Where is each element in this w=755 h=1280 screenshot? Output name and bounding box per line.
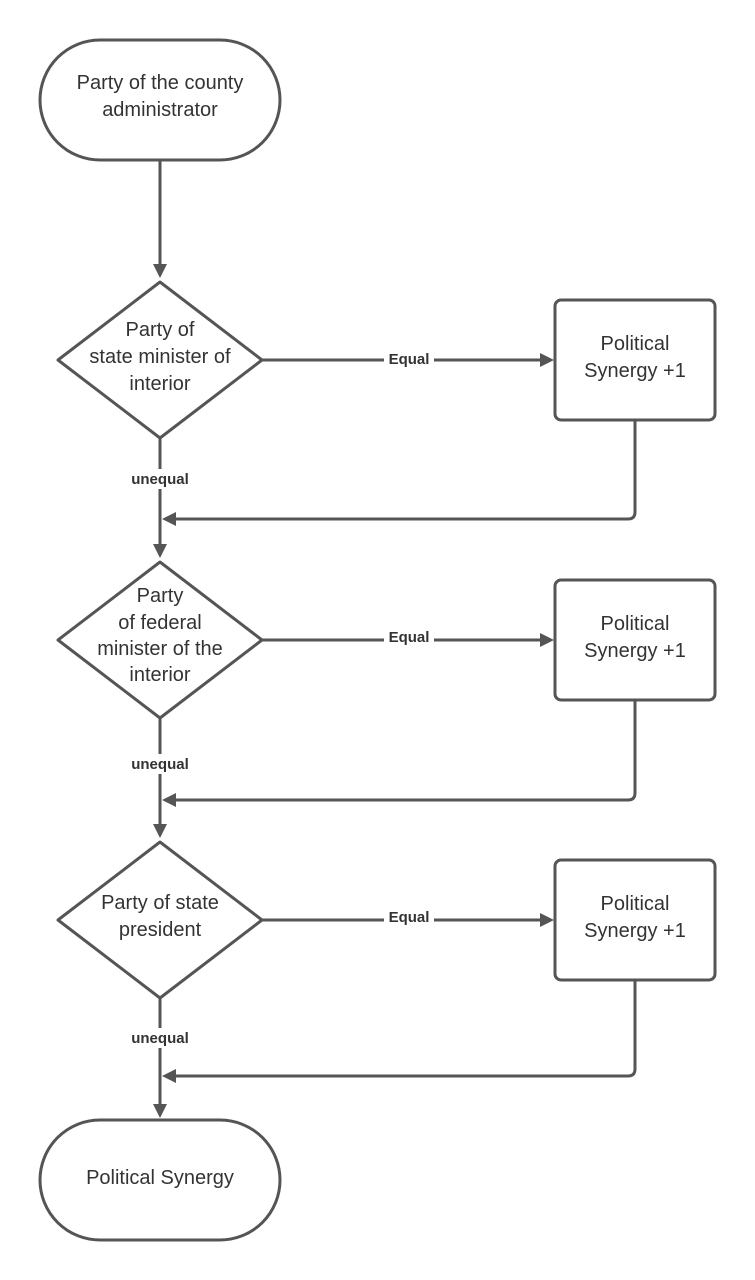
edge-equal-3: Equal — [262, 908, 554, 927]
arrowhead-icon — [153, 1104, 167, 1118]
decision-2-line-1: Party — [137, 585, 184, 607]
decision-federal-minister-interior: Party of federal minister of the interio… — [56, 560, 264, 720]
start-terminal-line-1: Party of the county — [77, 72, 244, 94]
edge-equal-1: Equal — [262, 350, 554, 368]
result-political-synergy-plus-1-c: Political Synergy +1 — [553, 858, 717, 982]
return-connector-2 — [162, 700, 637, 807]
edge-label-equal-1: Equal — [389, 351, 430, 368]
edge-unequal-3: unequal — [124, 998, 196, 1118]
decision-2-line-4: interior — [129, 664, 190, 686]
edge-label-equal-2: Equal — [389, 629, 430, 646]
decision-1-line-3: interior — [129, 373, 190, 395]
arrowhead-icon — [153, 264, 167, 278]
result-3-line-2: Synergy +1 — [584, 920, 686, 942]
return-connector-1 — [162, 420, 637, 526]
decision-3-line-1: Party of state — [101, 892, 219, 914]
result-political-synergy-plus-1-a: Political Synergy +1 — [553, 298, 717, 422]
decision-state-minister-interior: Party of state minister of interior — [56, 280, 264, 440]
arrowhead-icon — [162, 512, 176, 526]
result-political-synergy-plus-1-b: Political Synergy +1 — [553, 578, 717, 702]
result-2-line-1: Political — [601, 613, 670, 635]
arrowhead-icon — [162, 1069, 176, 1083]
arrowhead-icon — [153, 544, 167, 558]
end-terminal: Political Synergy — [38, 1118, 282, 1242]
arrowhead-icon — [540, 913, 554, 927]
arrowhead-icon — [540, 633, 554, 647]
end-terminal-shape — [38, 1118, 282, 1242]
end-terminal-label: Political Synergy — [86, 1167, 234, 1189]
decision-3-line-2: president — [119, 919, 202, 941]
edge-unequal-2: unequal — [124, 718, 196, 838]
arrowhead-icon — [540, 353, 554, 367]
edge-label-equal-3: Equal — [389, 909, 430, 926]
decision-2-line-2: of federal — [118, 612, 201, 634]
arrowhead-icon — [162, 793, 176, 807]
return-connector-3 — [162, 980, 637, 1083]
edge-equal-2: Equal — [262, 628, 554, 647]
result-1-line-1: Political — [601, 333, 670, 355]
connector-start-to-decision-1 — [153, 160, 167, 278]
start-terminal-line-2: administrator — [102, 99, 218, 121]
decision-1-line-1: Party of — [126, 319, 195, 341]
decision-state-president: Party of state president — [56, 840, 264, 1000]
start-terminal: Party of the county administrator — [38, 38, 282, 162]
decision-1-line-2: state minister of — [89, 346, 231, 368]
result-2-line-2: Synergy +1 — [584, 640, 686, 662]
edge-label-unequal-1: unequal — [131, 471, 189, 488]
result-1-line-2: Synergy +1 — [584, 360, 686, 382]
edge-label-unequal-3: unequal — [131, 1030, 189, 1047]
decision-2-line-3: minister of the — [97, 638, 223, 660]
result-3-line-1: Political — [601, 893, 670, 915]
edge-unequal-1: unequal — [124, 438, 196, 558]
edge-label-unequal-2: unequal — [131, 756, 189, 773]
arrowhead-icon — [153, 824, 167, 838]
